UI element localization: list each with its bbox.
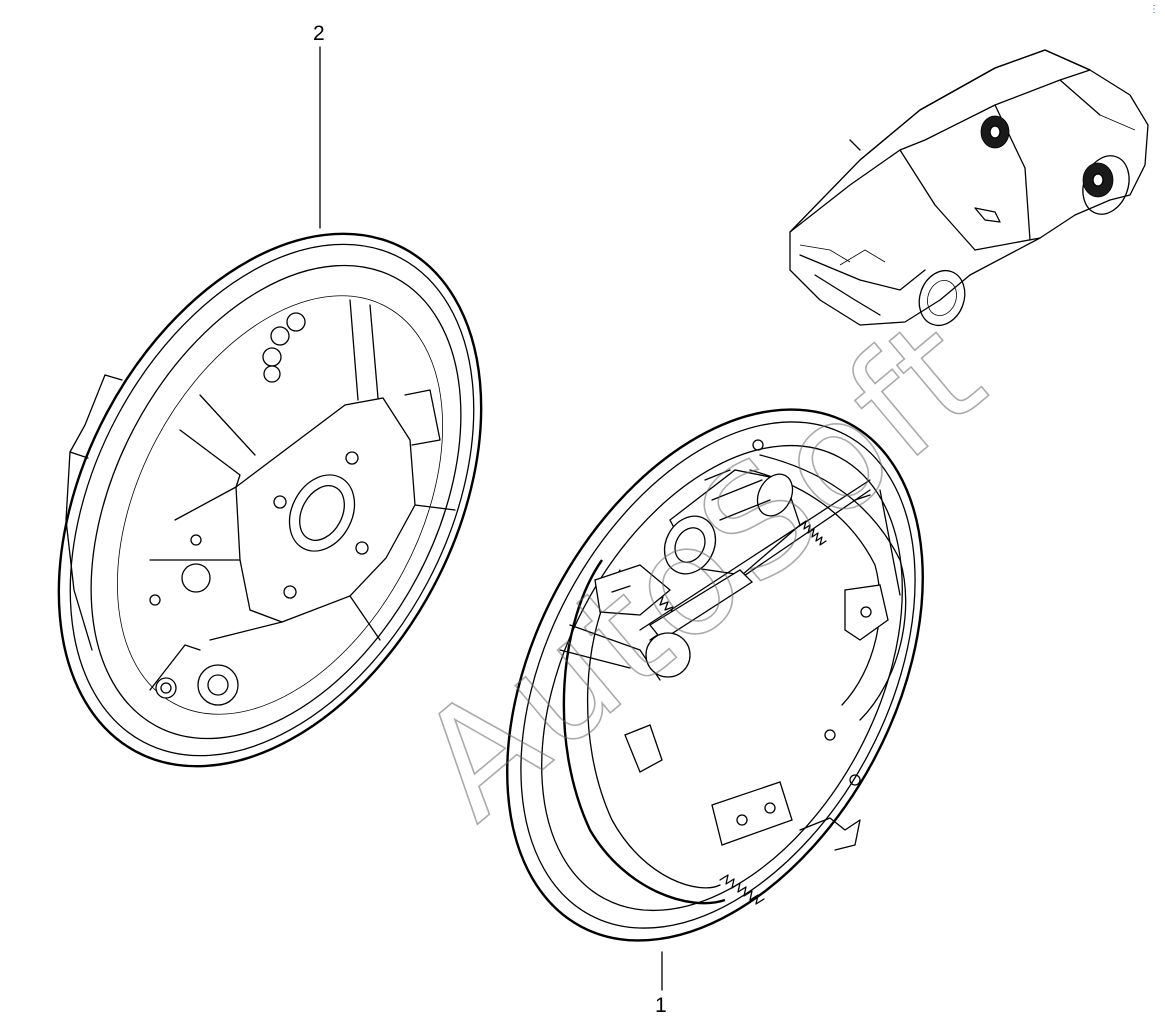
brake-shoe-assembly — [506, 408, 924, 942]
callout-2: 2 — [313, 22, 325, 45]
vehicle-locator-car — [789, 49, 1149, 327]
backing-plate-assembly — [57, 232, 483, 768]
corner-mark-icon: ⋮ — [1149, 4, 1159, 15]
callout-1: 1 — [655, 994, 667, 1017]
